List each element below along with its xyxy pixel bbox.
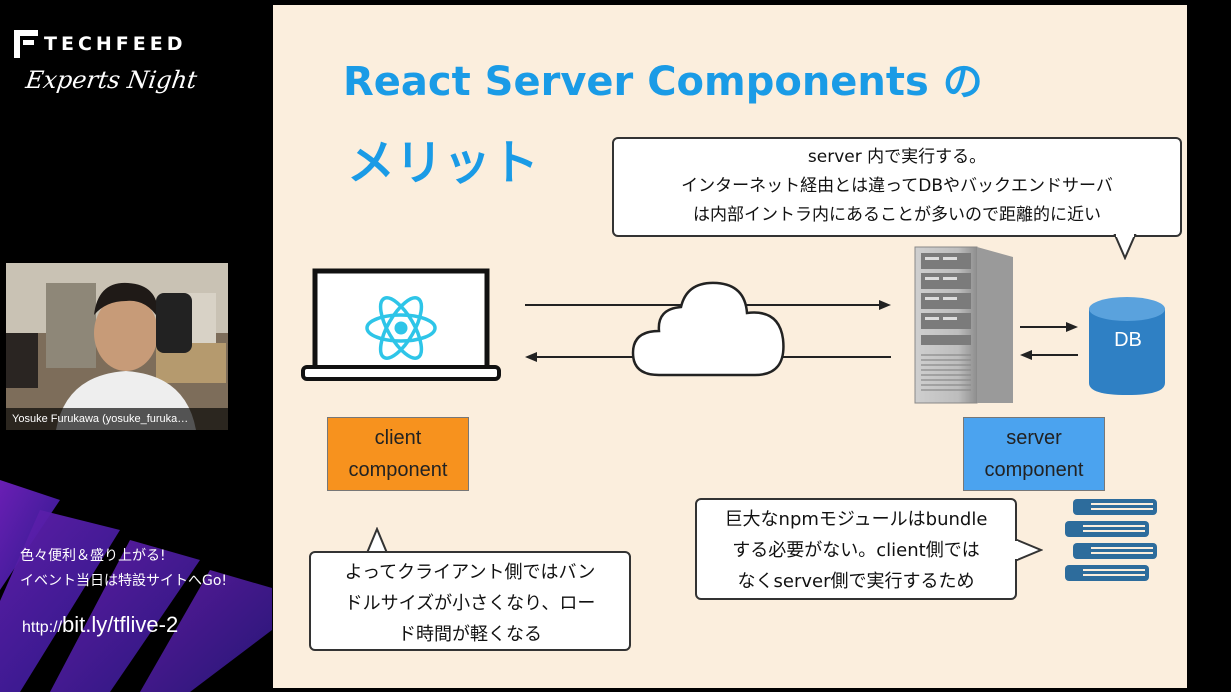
bubble-text: ドルサイズが小さくなり、ロー (344, 593, 596, 614)
laptop-icon (301, 268, 501, 381)
react-logo-icon (365, 296, 437, 360)
bubble-text: インターネット経由とは違ってDBやバックエンドサーバ (681, 176, 1113, 196)
bubble-text: ド時間が軽くなる (398, 624, 542, 645)
bubble-tail (365, 527, 389, 554)
brand-name: TECHFEED (44, 33, 187, 55)
client-label-2: component (348, 459, 448, 481)
books-icon (1065, 499, 1157, 581)
bubble-text: server 内で実行する。 (807, 147, 987, 167)
techfeed-logo: TECHFEED (14, 30, 187, 58)
slide-title-line-2: メリット (347, 135, 540, 191)
promo-line-2: イベント当日は特設サイトへGo! (20, 573, 228, 589)
bubble-text: なくserver側で実行するため (737, 571, 975, 592)
bubble-text: よってクライアント側ではバン (344, 562, 596, 583)
promo-url-prefix: http:// (22, 619, 63, 636)
presentation-slide: React Server Components の メリット server 内で… (273, 5, 1187, 688)
db-label: DB (1114, 329, 1142, 351)
event-sidebar: TECHFEED Experts Night Yosuke Furukawa (… (0, 0, 272, 692)
decorative-stripes (0, 480, 272, 692)
slide-title: React Server Components の (343, 59, 983, 105)
promo-url-main: bit.ly/tflive-2 (62, 612, 179, 637)
server-rack-icon (914, 246, 1013, 404)
database-icon (1089, 297, 1165, 395)
speech-bubble-server: server 内で実行する。 インターネット経由とは違ってDBやバックエンドサー… (612, 137, 1182, 237)
server-label-2: component (984, 459, 1084, 481)
speech-bubble-bundle: 巨大なnpmモジュールはbundle する必要がない。client側では なくs… (695, 498, 1017, 600)
promo-url[interactable]: http://bit.ly/tflive-2 (22, 612, 178, 638)
speech-bubble-client: よってクライアント側ではバン ドルサイズが小さくなり、ロー ド時間が軽くなる (309, 551, 631, 651)
speaker-video-frame (6, 263, 228, 430)
promo-line-1: 色々便利＆盛り上がる! (20, 548, 166, 564)
event-subtitle: Experts Night (24, 66, 199, 94)
server-label: server (1006, 427, 1062, 449)
bubble-tail (1113, 234, 1137, 260)
bubble-text: する必要がない。client側では (732, 540, 980, 561)
bubble-text: は内部イントラ内にあることが多いので距離的に近い (693, 205, 1101, 225)
cloud-icon (631, 281, 785, 377)
participant-name: Yosuke Furukawa (yosuke_furuka… (6, 408, 228, 430)
client-label: client (374, 427, 422, 449)
promo-text: 色々便利＆盛り上がる! イベント当日は特設サイトへGo! (20, 544, 227, 594)
bubble-text: 巨大なnpmモジュールはbundle (724, 509, 988, 530)
speaker-video: Yosuke Furukawa (yosuke_furuka… (6, 263, 228, 430)
bubble-tail (1015, 538, 1043, 562)
server-component-box: server component (963, 417, 1105, 491)
client-component-box: client component (327, 417, 469, 491)
db-arrows (1020, 322, 1078, 360)
techfeed-logo-icon (14, 30, 38, 58)
